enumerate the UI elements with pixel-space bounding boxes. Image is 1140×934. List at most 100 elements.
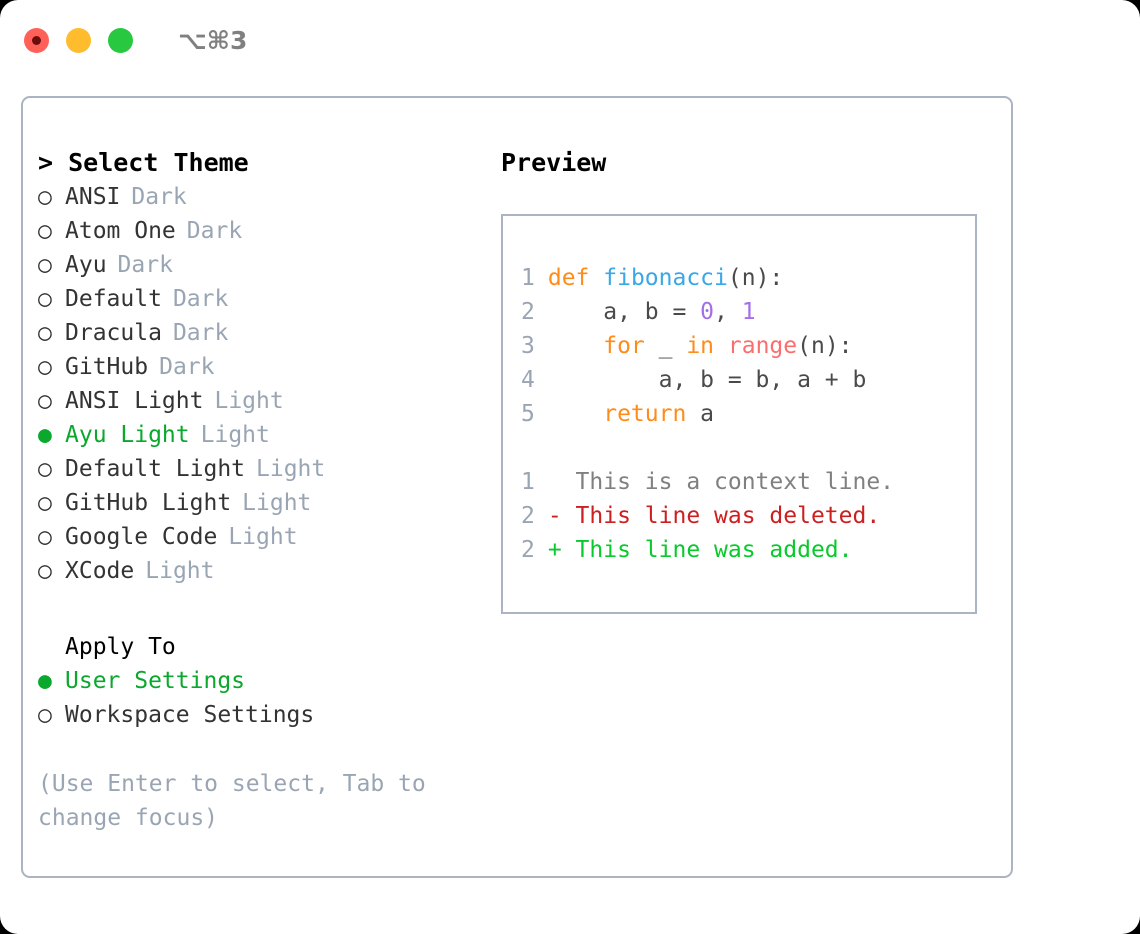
- code-token: for: [534, 333, 659, 359]
- code-token: (n):: [727, 265, 784, 291]
- shortcut-label: ⌥⌘3: [178, 25, 248, 55]
- apply-to-label: Workspace Settings: [65, 702, 315, 728]
- radio-unselected-icon: ○: [38, 702, 52, 728]
- theme-kind-badge: Light: [228, 524, 298, 550]
- theme-name: ANSI Light: [65, 388, 204, 414]
- theme-name: GitHub Light: [65, 490, 232, 516]
- diff-line: 2 - This line was deleted.: [521, 499, 975, 533]
- maximize-button[interactable]: [108, 27, 133, 53]
- theme-option-atom-one[interactable]: ○ Atom One Dark: [38, 214, 478, 248]
- diff-line: 2 + This line was added.: [521, 533, 975, 567]
- theme-name: Google Code: [65, 524, 218, 550]
- code-token: _: [658, 333, 687, 359]
- theme-kind-badge: Light: [145, 558, 215, 584]
- theme-name: Default: [65, 286, 162, 312]
- diff-text: This is a context line.: [534, 469, 895, 495]
- theme-kind-badge: Dark: [131, 184, 187, 210]
- diff-text: - This line was deleted.: [534, 503, 881, 529]
- code-token: range: [727, 333, 798, 359]
- code-token: 0: [700, 299, 715, 325]
- line-number: 2: [521, 537, 535, 563]
- record-dot-icon: [32, 35, 41, 45]
- page-title: > Select Theme: [38, 148, 249, 177]
- radio-unselected-icon: ○: [38, 558, 52, 584]
- radio-unselected-icon: ○: [38, 354, 52, 380]
- theme-option-google-code[interactable]: ○ Google Code Light: [38, 520, 478, 554]
- theme-option-xcode[interactable]: ○ XCode Light: [38, 554, 478, 588]
- apply-to-label: User Settings: [65, 668, 246, 694]
- line-number: 4: [521, 367, 535, 393]
- window-controls: [24, 27, 133, 53]
- line-number: 2: [521, 299, 535, 325]
- radio-unselected-icon: ○: [38, 524, 52, 550]
- theme-name: Ayu: [65, 252, 107, 278]
- radio-unselected-icon: ○: [38, 286, 52, 312]
- code-spacer: [521, 431, 975, 465]
- code-line: 2 a, b = 0, 1: [521, 295, 975, 329]
- preview-column: Preview 1 def fibonacci(n):2 a, b = 0, 1…: [501, 146, 991, 614]
- line-number: 2: [521, 503, 535, 529]
- radio-unselected-icon: ○: [38, 184, 52, 210]
- preview-label: Preview: [501, 148, 607, 177]
- line-number: 1: [521, 469, 535, 495]
- theme-name: Ayu Light: [65, 422, 190, 448]
- diff-line: 1 This is a context line.: [521, 465, 975, 499]
- radio-selected-icon: ●: [38, 422, 52, 448]
- apply-to-list: ● User Settings ○ Workspace Settings: [38, 664, 478, 732]
- diff-sample: 1 This is a context line.2 - This line w…: [521, 465, 975, 567]
- code-token: a, b =: [534, 299, 701, 325]
- theme-name: XCode: [65, 558, 135, 584]
- code-line: 1 def fibonacci(n):: [521, 261, 975, 295]
- radio-unselected-icon: ○: [38, 388, 52, 414]
- theme-kind-badge: Dark: [172, 320, 229, 346]
- close-button[interactable]: [24, 27, 49, 53]
- code-token: fibonacci: [603, 265, 728, 291]
- theme-kind-badge: Dark: [172, 286, 229, 312]
- code-token: def: [534, 265, 604, 291]
- theme-name: Default Light: [65, 456, 246, 482]
- theme-option-ansi[interactable]: ○ ANSI Dark: [38, 180, 478, 214]
- theme-kind-badge: Light: [200, 422, 270, 448]
- theme-name: Dracula: [65, 320, 162, 346]
- keyboard-hint: (Use Enter to select, Tab to change focu…: [38, 771, 440, 831]
- theme-option-github-light[interactable]: ○ GitHub Light Light: [38, 486, 478, 520]
- line-number: 5: [521, 401, 535, 427]
- code-token: 1: [741, 299, 756, 325]
- theme-kind-badge: Light: [242, 490, 312, 516]
- code-token: a, b = b, a + b: [534, 367, 867, 393]
- theme-kind-badge: Light: [214, 388, 284, 414]
- theme-name: Atom One: [65, 218, 176, 244]
- apply-to-title: Apply To: [65, 634, 176, 660]
- theme-kind-badge: Dark: [186, 218, 243, 244]
- title-bar: ⌥⌘3: [0, 0, 1140, 80]
- radio-unselected-icon: ○: [38, 218, 52, 244]
- line-number: 3: [521, 333, 535, 359]
- radio-unselected-icon: ○: [38, 490, 52, 516]
- radio-selected-icon: ●: [38, 668, 52, 694]
- diff-text: + This line was added.: [534, 537, 853, 563]
- apply-to-option-user-settings[interactable]: ● User Settings: [38, 664, 478, 698]
- theme-kind-badge: Dark: [117, 252, 173, 278]
- code-line: 3 for _ in range(n):: [521, 329, 975, 363]
- code-token: a: [700, 401, 715, 427]
- theme-option-ansi-light[interactable]: ○ ANSI Light Light: [38, 384, 478, 418]
- apply-to-option-workspace-settings[interactable]: ○ Workspace Settings: [38, 698, 478, 732]
- code-token: return: [534, 401, 701, 427]
- theme-option-ayu-light[interactable]: ● Ayu Light Light: [38, 418, 478, 452]
- theme-option-default[interactable]: ○ Default Dark: [38, 282, 478, 316]
- minimize-button[interactable]: [66, 27, 91, 53]
- theme-kind-badge: Dark: [159, 354, 215, 380]
- code-token: (n):: [797, 333, 853, 359]
- radio-unselected-icon: ○: [38, 456, 52, 482]
- theme-name: ANSI: [65, 184, 121, 210]
